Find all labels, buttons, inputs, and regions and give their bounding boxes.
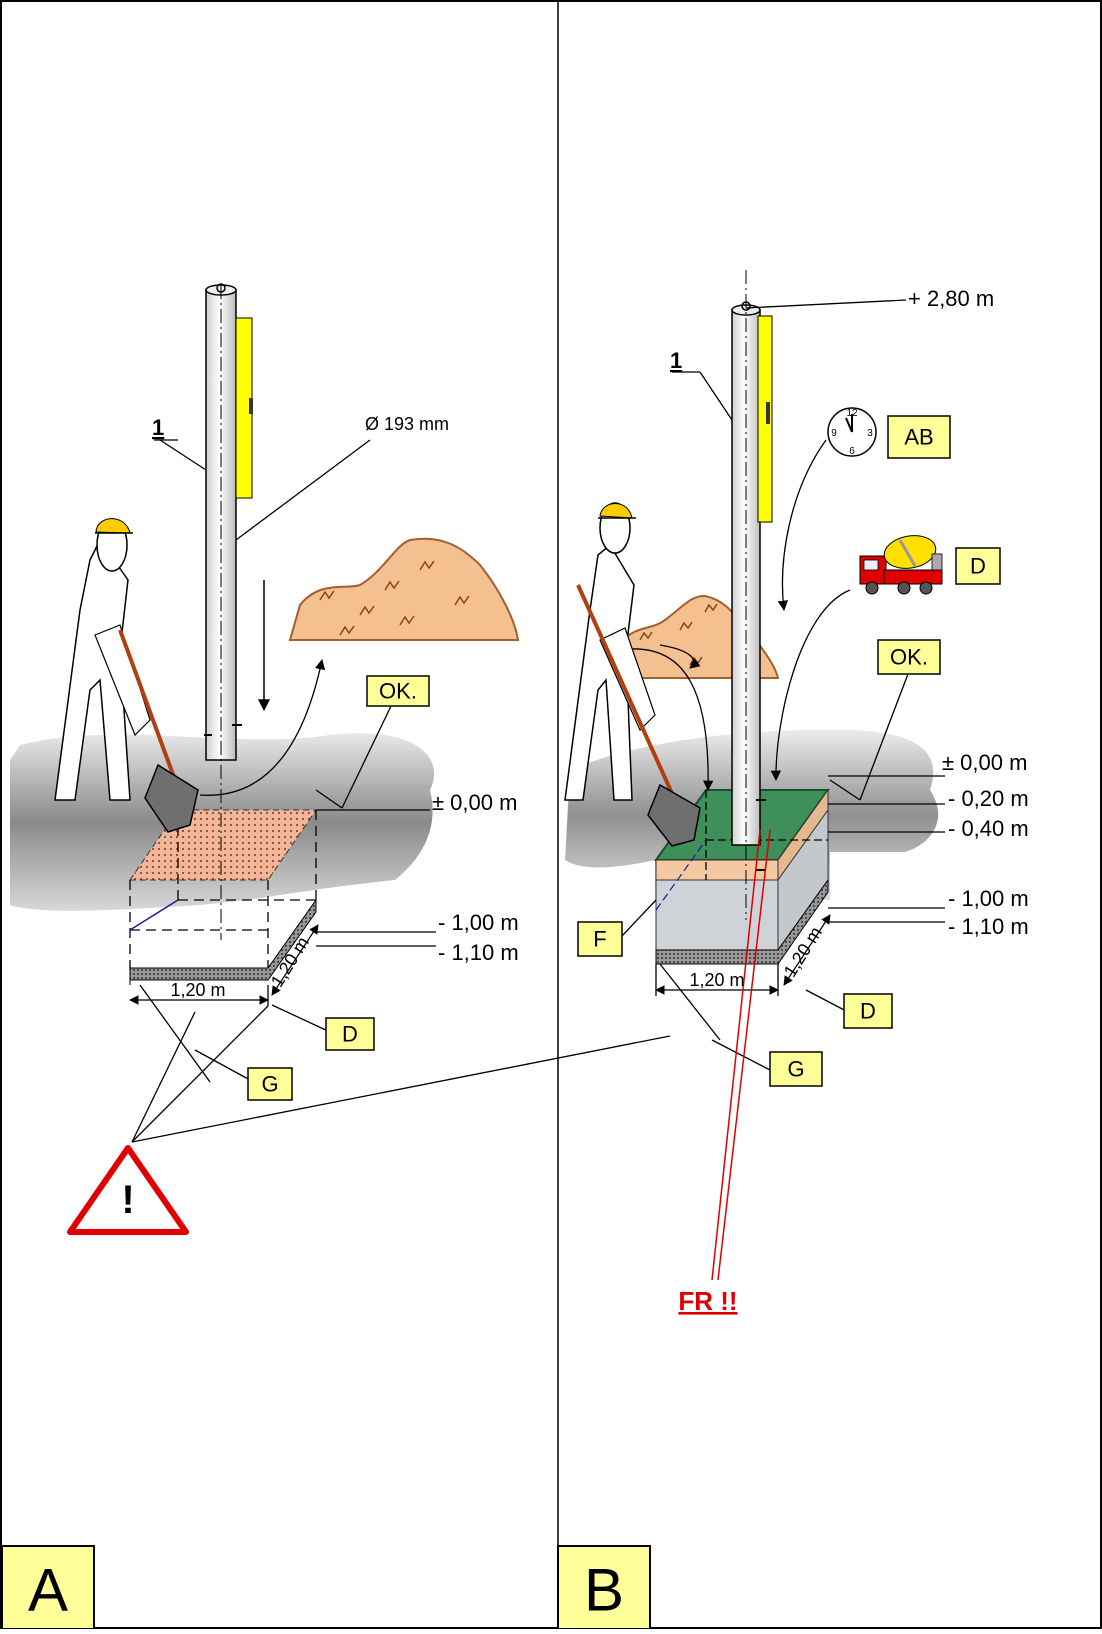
- d-box-truck: [955, 547, 1001, 585]
- pole-number-b: 1: [670, 348, 682, 373]
- callouts-a: [139, 439, 436, 1083]
- blue-edge-b: [655, 839, 707, 911]
- ok-label-a: OK.: [379, 679, 417, 704]
- fr-label: FR !!: [678, 1286, 737, 1316]
- f-box: [577, 921, 623, 957]
- sand-pile-a: [288, 537, 520, 641]
- svg-text:6: 6: [849, 446, 855, 457]
- warning-icon: [67, 1145, 189, 1235]
- panel-a: ! 1 Ø 193 mm ± 0,00 m - 1,00 m - 1,10 m …: [1, 283, 671, 1630]
- level-0-b: ± 0,00 m: [942, 750, 1027, 775]
- depth-dim-b: [783, 914, 831, 986]
- svg-text:3: 3: [867, 428, 873, 439]
- warning-mark: !: [121, 1178, 134, 1222]
- concrete-truck-icon: [859, 535, 943, 595]
- level-1-b: - 1,00 m: [948, 886, 1029, 911]
- g-box-b: [769, 1051, 823, 1087]
- level-b-b: - 0,40 m: [948, 816, 1029, 841]
- level-a-b: - 0,20 m: [948, 786, 1029, 811]
- backfill-arrow-b: [619, 648, 714, 792]
- diameter-label: Ø 193 mm: [365, 414, 449, 434]
- level-1-a: - 1,00 m: [438, 910, 519, 935]
- panel-letter-a-box: [1, 1545, 95, 1630]
- sand-marks-a: [319, 560, 470, 636]
- ok-box-b: [877, 639, 941, 675]
- level-0-a: ± 0,00 m: [432, 790, 517, 815]
- time-arrow-b: [777, 439, 827, 612]
- depth-dim-a: [271, 924, 319, 996]
- ab-box: [887, 415, 951, 459]
- g-label-b: G: [787, 1057, 804, 1082]
- d-label-a: D: [342, 1022, 358, 1047]
- ok-label-b: OK.: [890, 645, 928, 670]
- panel-letter-b: B: [584, 1557, 624, 1624]
- d-label-truck: D: [970, 554, 986, 579]
- panel-letter-a: A: [28, 1557, 68, 1624]
- d-box-a: [325, 1017, 375, 1051]
- top-level-label: + 2,80 m: [908, 286, 994, 311]
- worker-a: [54, 518, 199, 833]
- svg-text:9: 9: [831, 428, 837, 439]
- warning-lines-a: [131, 1005, 671, 1143]
- concrete-arrow-b: [770, 589, 851, 782]
- excavation-edges-a: [129, 810, 317, 970]
- shovel-handle-b: [576, 584, 677, 801]
- width-label-b: 1,20 m: [689, 970, 744, 990]
- fr-lines: [711, 829, 771, 1281]
- svg-text:12: 12: [846, 408, 858, 419]
- worker-b: [564, 502, 701, 847]
- f-label: F: [593, 927, 606, 952]
- width-label-a: 1,20 m: [170, 980, 225, 1000]
- d-label-b: D: [860, 999, 876, 1024]
- ab-label: AB: [904, 425, 933, 450]
- pole-door-b: [757, 315, 773, 523]
- shovel-handle-a: [118, 629, 177, 781]
- ok-box-a: [366, 675, 430, 707]
- level-2-b: - 1,10 m: [948, 914, 1029, 939]
- pole-number-a: 1: [152, 415, 164, 440]
- panel-b: 12 3 6 9: [557, 270, 1029, 1630]
- blue-edge-a: [129, 899, 179, 931]
- level-2-a: - 1,10 m: [438, 940, 519, 965]
- d-box-b: [843, 993, 893, 1029]
- shovel-blade-b: [647, 783, 701, 847]
- clock-icon: 12 3 6 9: [827, 407, 877, 457]
- shovel-blade-a: [144, 763, 199, 833]
- callouts-b: [621, 299, 945, 1071]
- g-label-a: G: [261, 1072, 278, 1097]
- soil-arrow-a: [199, 658, 326, 796]
- g-box-a: [247, 1067, 293, 1101]
